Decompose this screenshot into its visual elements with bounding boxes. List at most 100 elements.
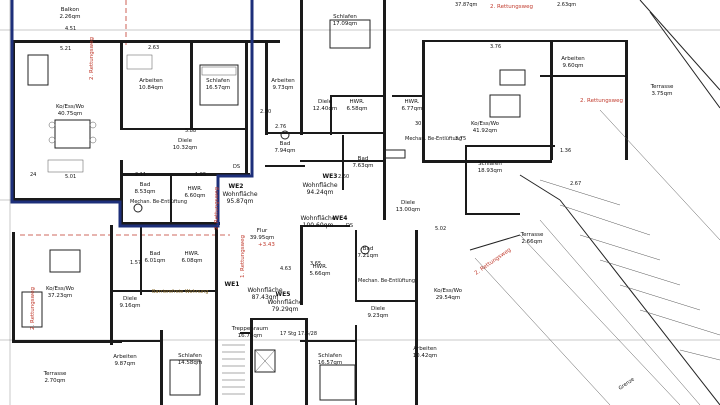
room-name: Schlafen xyxy=(478,161,502,167)
room-area: 6.77qm xyxy=(401,106,422,112)
dim-label: 2.60 xyxy=(338,174,349,180)
room-area: 6.08qm xyxy=(181,258,202,264)
room-name: Arbeiten xyxy=(139,78,163,84)
room-area: 2.70qm xyxy=(44,378,65,384)
dim-label: 24 xyxy=(30,172,36,178)
unit-label: WE1 xyxy=(225,281,240,288)
red-dashed-line xyxy=(20,0,230,236)
rettungsweg-label: 2. Rettungsweg xyxy=(580,98,623,104)
room-name: Diele xyxy=(318,99,333,105)
room-area: 2.66qm xyxy=(521,239,542,245)
unit-wohnflaeche-label: Wohnfläche xyxy=(247,287,282,294)
dim-label: 3.76 xyxy=(490,44,501,50)
room-area: 7.21qm xyxy=(357,253,378,259)
room-name: Bad xyxy=(140,182,151,188)
we2-highlight xyxy=(10,0,254,228)
room-area: 14.58qm xyxy=(178,360,203,366)
unit-wohnflaeche-label: Wohnfläche xyxy=(302,182,337,189)
room-name: HWR. xyxy=(188,186,203,192)
dim-label: 5.01 xyxy=(65,174,76,180)
room-area: 7.63qm xyxy=(352,163,373,169)
room-name: HWR. xyxy=(350,99,365,105)
room-name: HWR. xyxy=(313,264,328,270)
room-name: Schlafen xyxy=(318,353,342,359)
room-name: Terrasse xyxy=(43,371,67,377)
dim-label: 4.51 xyxy=(65,26,76,32)
unit-area: 100.60qm xyxy=(303,222,334,229)
grenze-label: Grenze xyxy=(618,377,636,392)
room-area: 9.73qm xyxy=(272,85,293,91)
room-name: Bad xyxy=(358,156,369,162)
room-area: 3.75qm xyxy=(651,91,672,97)
room-name: HWR. xyxy=(185,251,200,257)
unit-label: WE2 xyxy=(229,183,244,190)
ds-label: DS xyxy=(233,164,240,170)
unit-area: 79.29qm xyxy=(272,306,299,313)
room-name: Ko/Ess/Wo xyxy=(46,286,75,292)
dim-label: 5.21 xyxy=(60,46,71,52)
red-annotations: 2. Rettungsweg 2. Rettungsweg 2. Rettung… xyxy=(30,4,623,330)
unit-area: 87.43qm xyxy=(252,294,279,301)
room-area: 10.42qm xyxy=(413,353,438,359)
room-area: 9.87qm xyxy=(114,361,135,367)
room-name: Arbeiten xyxy=(561,56,585,62)
room-name: Schlafen xyxy=(206,78,230,84)
lueftung-label: Mechan. Be-Entlüftung xyxy=(405,136,462,142)
rettungsweg-label: 2. Rettungsweg xyxy=(474,247,513,277)
room-name: Terrasse xyxy=(650,84,674,90)
dim-label: 1.36 xyxy=(560,148,571,154)
dim-label: 2.63 xyxy=(148,45,159,51)
room-area: 9.16qm xyxy=(119,303,140,309)
room-labels: Balkon 2.26qm Arbeiten 10.84qm Schlafen … xyxy=(43,7,674,384)
room-area: 18.93qm xyxy=(478,168,503,174)
room-area: 2.26qm xyxy=(59,14,80,20)
dim-label: 2.67 xyxy=(570,181,581,187)
dim-label: 2.76 xyxy=(275,124,286,130)
dimension-labels: 4.51 2.63 5.21 2.80 5.88 2.76 5.01 2.11 … xyxy=(30,26,581,272)
room-area: 6.58qm xyxy=(346,106,367,112)
unit-wohnflaeche-label: Wohnfläche xyxy=(300,215,335,222)
room-name: Schlafen xyxy=(333,14,357,20)
room-area: 37.23qm xyxy=(48,293,73,299)
room-name: Diele xyxy=(178,138,193,144)
barrierefrei-label: Barrierefreie Wohnung xyxy=(152,289,208,295)
room-name: Bad xyxy=(363,246,374,252)
room-name: Diele xyxy=(123,296,138,302)
room-area: 10.32qm xyxy=(173,145,198,151)
right-wing xyxy=(469,0,720,405)
dim-label: 1.57 xyxy=(130,260,141,266)
dim-label: 5.02 xyxy=(435,226,446,232)
room-name: Ko/Ess/Wo xyxy=(434,288,463,294)
room-area: 6.60qm xyxy=(184,193,205,199)
room-name: HWR. xyxy=(405,99,420,105)
room-area: 39.95qm xyxy=(250,235,275,241)
dim-label: 2.11 xyxy=(135,172,146,178)
lueftung-label: Mechan. Be-Entlüftung xyxy=(358,278,415,284)
room-area: 9.60qm xyxy=(562,63,583,69)
rettungsweg-label: 2. Rettungsweg xyxy=(89,37,95,80)
room-area: 6.01qm xyxy=(144,258,165,264)
partial-area-label: 2.63qm xyxy=(557,2,576,8)
stg-label: 17 Stg 17.5/28 xyxy=(280,331,317,337)
misc-annotations: Barrierefreie Wohnung 37.87qm 2.63qm Gre… xyxy=(130,2,636,392)
room-name: Treppenraum xyxy=(231,326,268,332)
room-name: Terrasse xyxy=(520,232,544,238)
unit-area: 95.87qm xyxy=(227,198,254,205)
room-name: Diele xyxy=(401,200,416,206)
room-area: 13.00qm xyxy=(396,207,421,213)
room-area: 12.40qm xyxy=(313,106,338,112)
room-area: 16.75qm xyxy=(238,333,263,339)
room-area: 5.66qm xyxy=(309,271,330,277)
ds-label: DS xyxy=(346,223,353,229)
lueftung-label: Mechan. Be-Entlüftung xyxy=(130,199,187,205)
unit-label: WE4 xyxy=(333,215,348,222)
rettungsweg-label: 2. Rettungsweg xyxy=(30,287,36,330)
room-area: 7.94qm xyxy=(274,148,295,154)
unit-label: WE3 xyxy=(323,173,338,180)
level-marker: +3.43 xyxy=(258,242,275,248)
unit-wohnflaeche-label: Wohnfläche xyxy=(267,299,302,306)
dim-label: 1.95 xyxy=(195,172,206,178)
unit-wohnflaeche-label: Wohnfläche xyxy=(222,191,257,198)
room-area: 17.09qm xyxy=(333,21,358,27)
room-name: Bad xyxy=(150,251,161,257)
